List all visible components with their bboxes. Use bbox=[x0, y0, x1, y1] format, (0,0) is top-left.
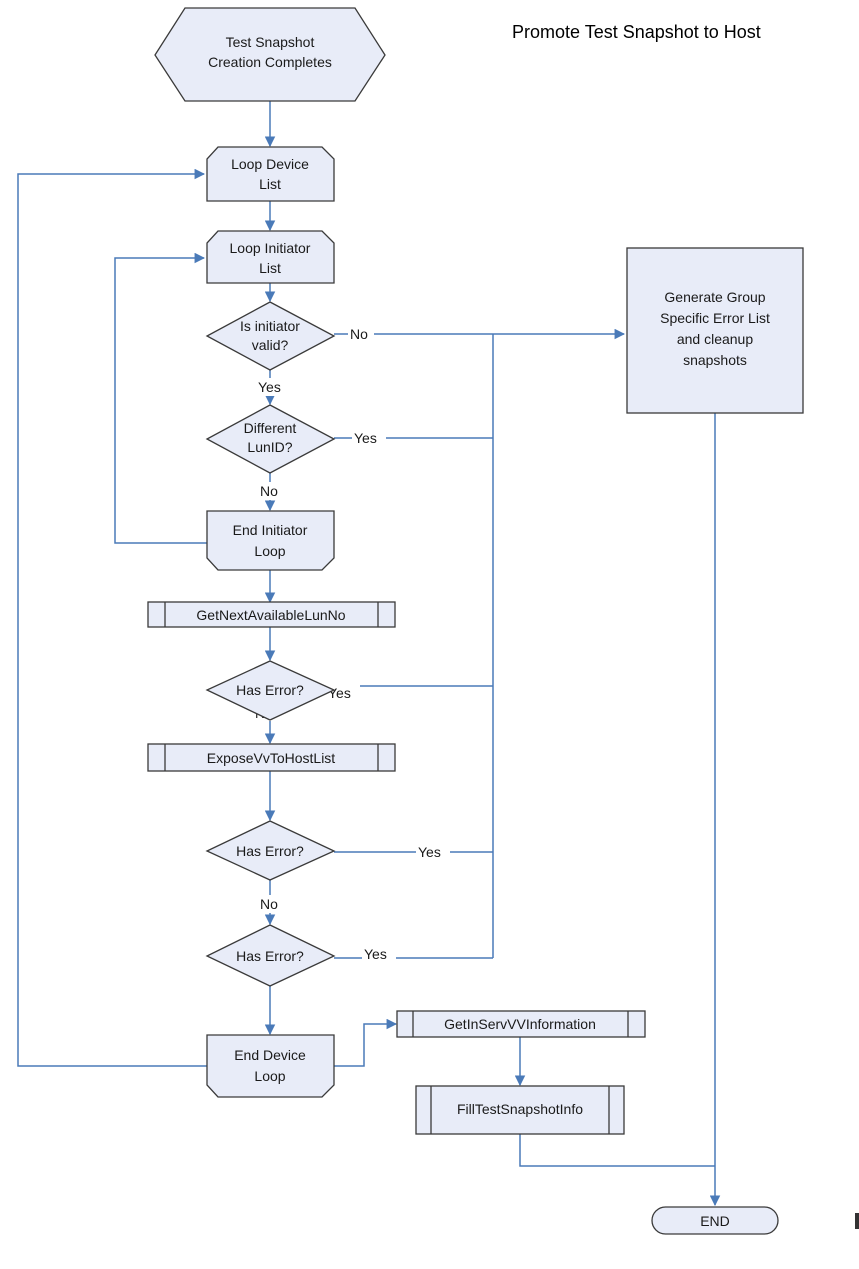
node-loop-device-list: Loop Device List bbox=[206, 146, 335, 202]
edge-artifact bbox=[855, 1213, 859, 1229]
node-get-inserv-vv-information: GetInServVVInformation bbox=[396, 1010, 646, 1038]
node-expose-vv-to-host-list-label: ExposeVvToHostList bbox=[207, 750, 336, 766]
edge-label-no-initiator-valid: No bbox=[350, 326, 368, 342]
node-different-lunid: Different LunID? bbox=[205, 404, 336, 474]
node-is-initiator-valid-line-2: valid? bbox=[252, 337, 289, 353]
node-end-device-loop-line-1: End Device bbox=[234, 1047, 306, 1063]
edge-label-yes-has-error-1: Yes bbox=[328, 685, 351, 701]
node-end-label: END bbox=[700, 1213, 730, 1229]
node-generate-error-list: Generate Group Specific Error List and c… bbox=[626, 247, 804, 414]
node-end-initiator-loop-line-1: End Initiator bbox=[233, 522, 308, 538]
node-loop-device-line-1: Loop Device bbox=[231, 156, 309, 172]
node-get-inserv-vv-information-label: GetInServVVInformation bbox=[444, 1016, 596, 1032]
edge-end-device-loop-back bbox=[17, 168, 207, 1067]
node-loop-device-line-2: List bbox=[259, 176, 281, 192]
node-fill-test-snapshot-info: FillTestSnapshotInfo bbox=[415, 1085, 625, 1135]
diagram-title: Promote Test Snapshot to Host bbox=[512, 22, 761, 42]
edge-label-no-has-error-2: No bbox=[260, 896, 278, 912]
node-start: Test Snapshot Creation Completes bbox=[154, 7, 386, 102]
edge-label-yes-has-error-3: Yes bbox=[364, 946, 387, 962]
node-end-initiator-loop: End Initiator Loop bbox=[206, 510, 335, 571]
node-end: END bbox=[651, 1206, 779, 1235]
node-get-next-available-lun-no: GetNextAvailableLunNo bbox=[147, 601, 396, 628]
node-has-error-3-label: Has Error? bbox=[236, 948, 304, 964]
node-generate-error-list-line-2: Specific Error List bbox=[660, 310, 770, 326]
node-has-error-2-label: Has Error? bbox=[236, 843, 304, 859]
node-has-error-1: Has Error? bbox=[205, 660, 336, 721]
node-loop-initiator-line-2: List bbox=[259, 260, 281, 276]
edge-filltest-to-end-line bbox=[519, 1134, 715, 1167]
edge-label-yes-has-error-2: Yes bbox=[418, 844, 441, 860]
edge-label-yes-different-lunid: Yes bbox=[354, 430, 377, 446]
node-start-line-2: Creation Completes bbox=[208, 54, 332, 70]
node-generate-error-list-line-3: and cleanup bbox=[677, 331, 754, 347]
node-get-next-available-lun-no-label: GetNextAvailableLunNo bbox=[196, 607, 345, 623]
node-expose-vv-to-host-list: ExposeVvToHostList bbox=[147, 743, 396, 772]
node-start-line-1: Test Snapshot bbox=[226, 34, 315, 50]
edges bbox=[17, 101, 721, 1207]
node-end-device-loop: End Device Loop bbox=[206, 1034, 335, 1098]
edge-label-yes-initiator-valid: Yes bbox=[258, 379, 281, 395]
node-generate-error-list-line-1: Generate Group bbox=[664, 289, 765, 305]
node-has-error-1-label: Has Error? bbox=[236, 682, 304, 698]
node-end-initiator-loop-line-2: Loop bbox=[254, 543, 285, 559]
edge-label-no-different-lunid: No bbox=[260, 483, 278, 499]
edge-end-initiator-loop-back bbox=[114, 252, 207, 544]
node-is-initiator-valid: Is initiator valid? bbox=[205, 301, 336, 371]
node-different-lunid-line-1: Different bbox=[244, 420, 297, 436]
node-fill-test-snapshot-info-label: FillTestSnapshotInfo bbox=[457, 1101, 583, 1117]
node-has-error-3: Has Error? bbox=[205, 924, 336, 987]
edge-end-device-to-getinserv bbox=[334, 1018, 398, 1067]
node-different-lunid-line-2: LunID? bbox=[247, 439, 292, 455]
node-is-initiator-valid-line-1: Is initiator bbox=[240, 318, 300, 334]
node-end-device-loop-line-2: Loop bbox=[254, 1068, 285, 1084]
node-loop-initiator-list: Loop Initiator List bbox=[206, 230, 335, 284]
node-has-error-2: Has Error? bbox=[205, 820, 336, 881]
node-generate-error-list-line-4: snapshots bbox=[683, 352, 747, 368]
node-loop-initiator-line-1: Loop Initiator bbox=[230, 240, 311, 256]
